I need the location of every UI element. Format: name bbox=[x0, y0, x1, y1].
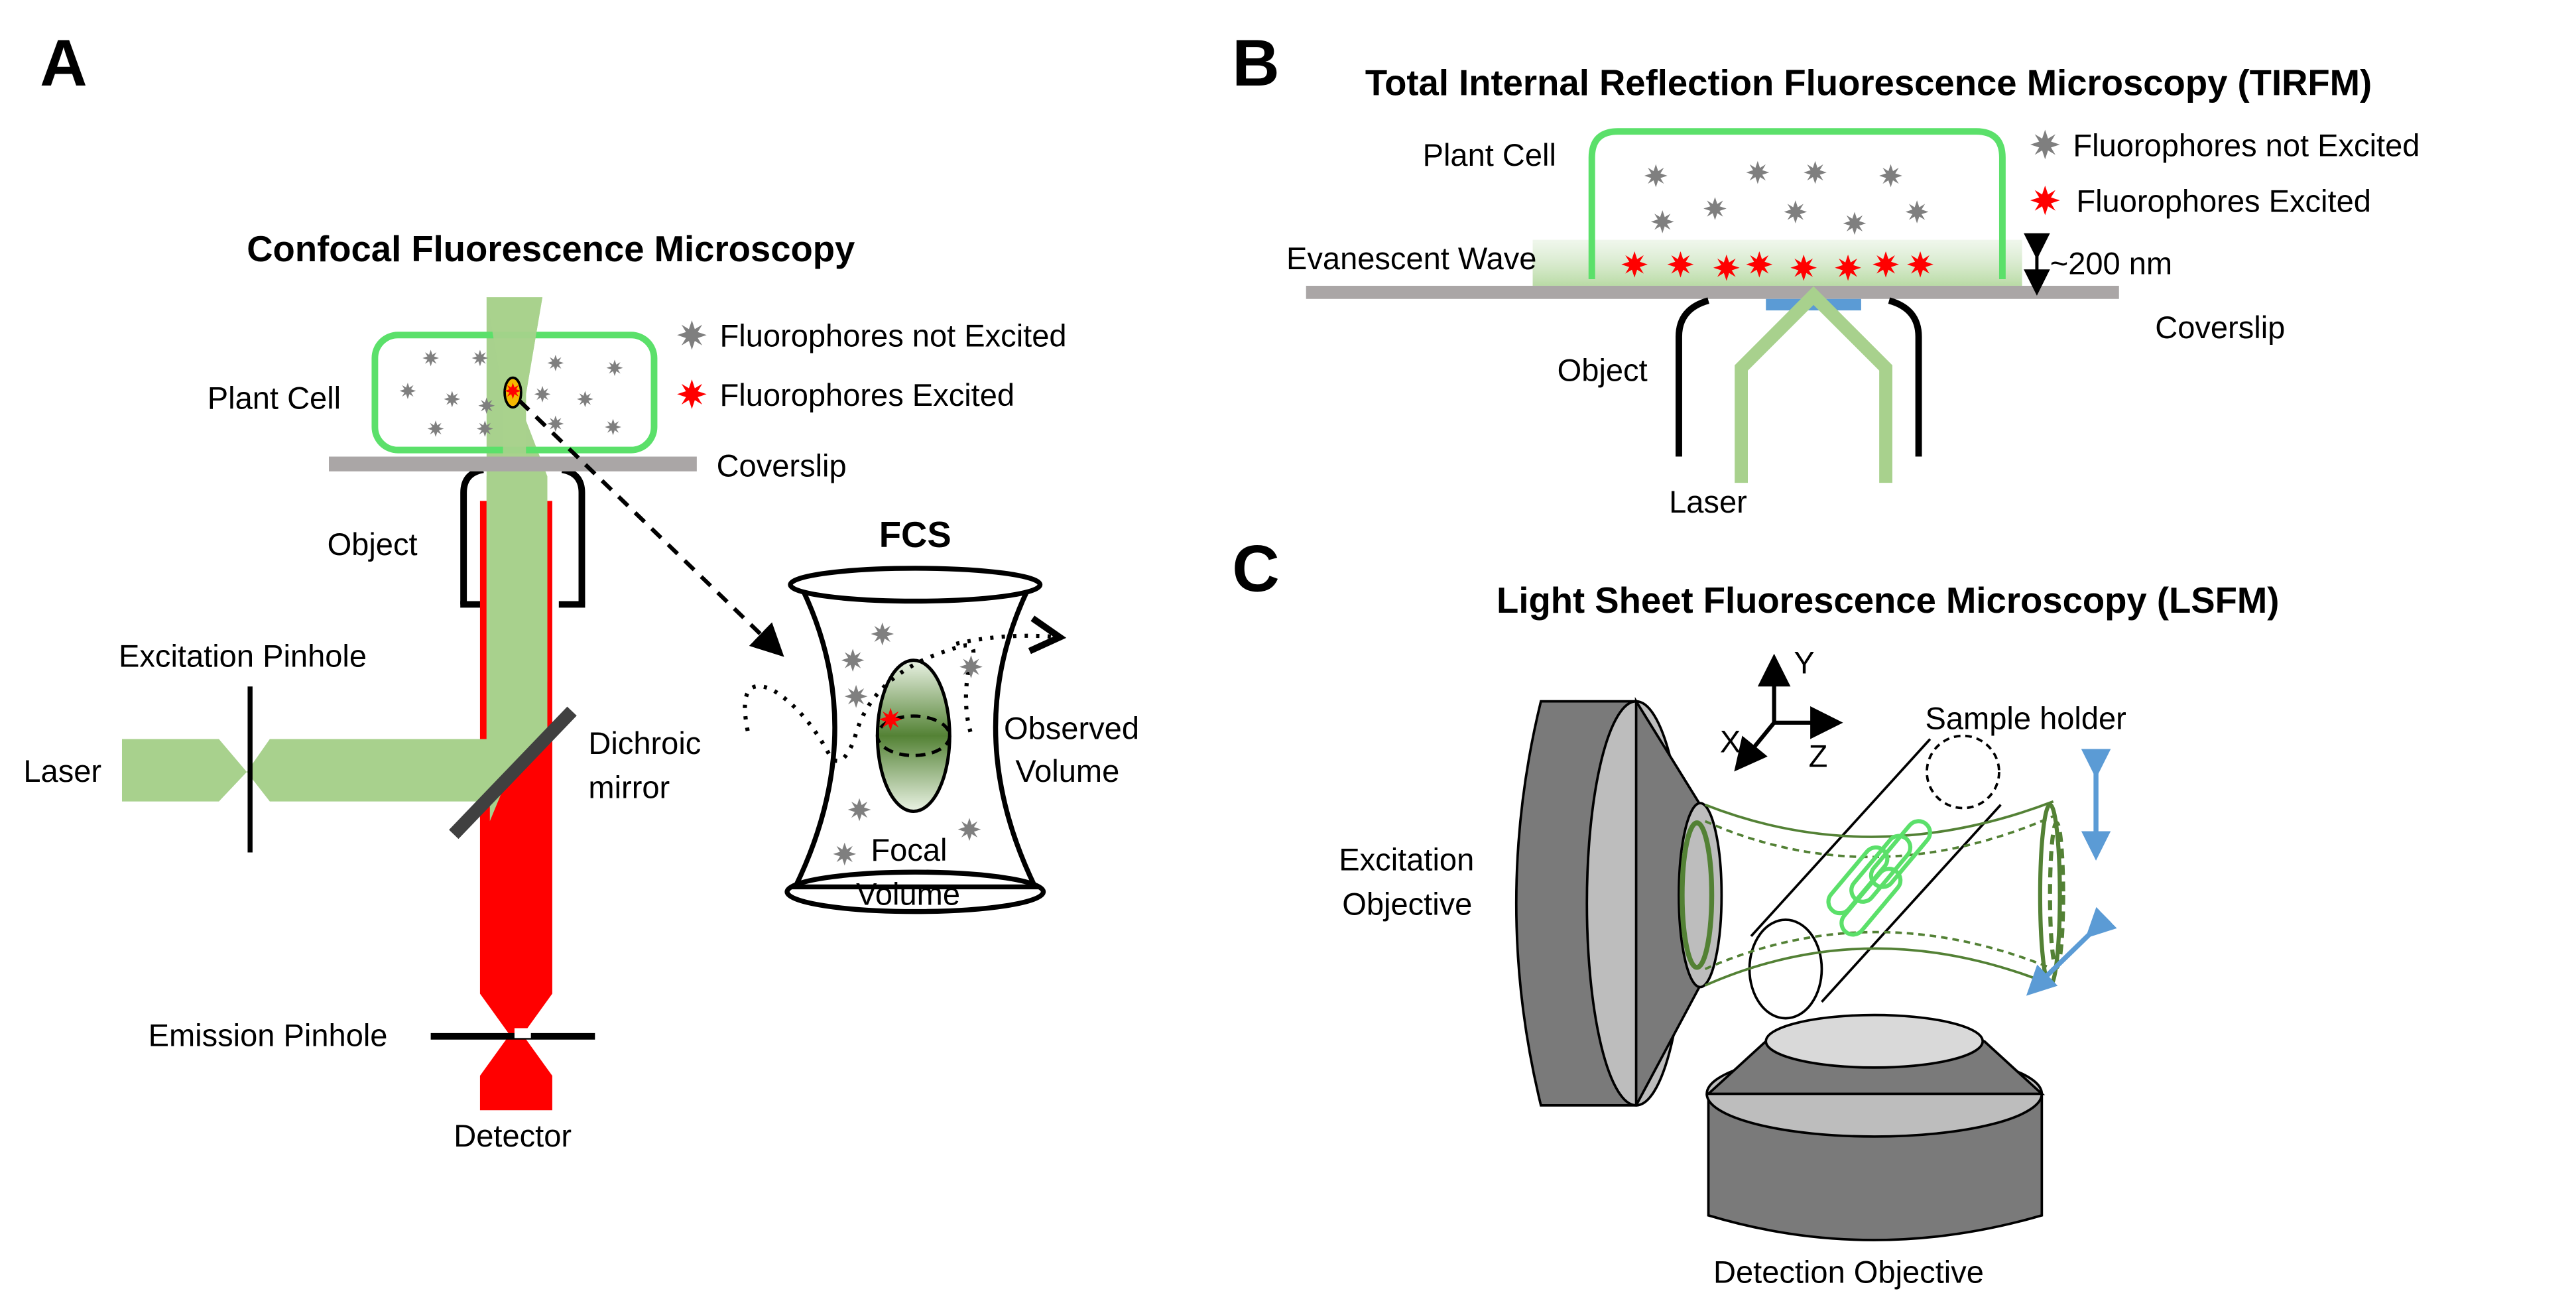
panel-a-title: Confocal Fluorescence Microscopy bbox=[247, 229, 855, 269]
axis-y-label: Y bbox=[1794, 645, 1814, 680]
label-evanescent-wave: Evanescent Wave bbox=[1286, 241, 1536, 276]
legend-star-gray-a bbox=[677, 320, 707, 350]
laser-beam bbox=[121, 739, 543, 802]
diagonal-motion-arrow bbox=[2026, 906, 2117, 996]
label-laser-a: Laser bbox=[23, 753, 101, 788]
sample-holder bbox=[1748, 734, 2002, 1020]
label-coverslip-b: Coverslip bbox=[2155, 310, 2285, 345]
fcs-title: FCS bbox=[879, 515, 951, 555]
label-plant-cell-b: Plant Cell bbox=[1423, 137, 1556, 172]
label-excitation-obj-2: Objective bbox=[1342, 887, 1472, 922]
panel-b-title: Total Internal Reflection Fluorescence M… bbox=[1365, 63, 2372, 103]
label-object-b: Object bbox=[1558, 353, 1648, 388]
label-observed-2: Volume bbox=[1015, 753, 1119, 788]
label-coverslip-a: Coverslip bbox=[717, 448, 847, 483]
fcs-top-ellipse bbox=[788, 566, 1043, 604]
label-dichroic-2: mirror bbox=[588, 770, 670, 805]
focal-volume-ellipse bbox=[875, 658, 951, 814]
panel-c: C Light Sheet Fluorescence Microscopy (L… bbox=[1232, 532, 2279, 1290]
legend-star-red-a bbox=[677, 379, 707, 409]
sample-cells bbox=[1826, 819, 1932, 937]
evanescent-wave bbox=[1532, 239, 2022, 286]
panel-c-letter: C bbox=[1232, 532, 1280, 605]
label-focal-1: Focal bbox=[871, 832, 947, 867]
plant-cell-b bbox=[1588, 128, 2006, 280]
coverslip-a bbox=[329, 456, 697, 471]
excitation-objective bbox=[1514, 697, 1723, 1107]
label-detector: Detector bbox=[454, 1118, 572, 1153]
label-emission-pinhole: Emission Pinhole bbox=[149, 1018, 388, 1053]
label-plant-cell-a: Plant Cell bbox=[208, 381, 341, 416]
diffusion-path bbox=[743, 636, 1060, 763]
panel-a-letter: A bbox=[40, 26, 88, 99]
zoom-pointer-arrow bbox=[518, 399, 784, 657]
axis-z-label: Z bbox=[1809, 739, 1828, 774]
fcs-bottom-ellipse bbox=[784, 869, 1046, 914]
label-detection-objective: Detection Objective bbox=[1713, 1254, 1984, 1289]
legend-star-gray-b bbox=[2030, 129, 2060, 160]
label-object-a: Object bbox=[328, 527, 418, 562]
fcs-diagram: FCS Observed Volume Focal Volume bbox=[743, 515, 1139, 914]
panel-b-letter: B bbox=[1232, 26, 1280, 99]
detection-objective bbox=[1705, 1013, 2046, 1241]
panel-a: A Confocal Fluorescence Microscopy bbox=[23, 26, 1139, 1153]
objective-lens-b bbox=[1676, 297, 1922, 457]
legend-excited-a: Fluorophores Excited bbox=[720, 377, 1015, 412]
label-laser-b: Laser bbox=[1669, 484, 1747, 519]
label-focal-2: Volume bbox=[856, 877, 960, 912]
label-dichroic-1: Dichroic bbox=[588, 725, 701, 761]
dichroic-mirror bbox=[449, 706, 577, 840]
label-excitation-pinhole: Excitation Pinhole bbox=[119, 639, 367, 674]
label-sample-holder: Sample holder bbox=[1925, 701, 2126, 736]
coverslip-b bbox=[1306, 285, 2119, 299]
label-depth: ~200 nm bbox=[2050, 246, 2172, 281]
tirf-laser-path bbox=[1735, 286, 1892, 483]
fluorophores-not-excited-b bbox=[1644, 160, 1929, 235]
legend-not-excited-b: Fluorophores not Excited bbox=[2073, 127, 2420, 162]
axis-x-label: X bbox=[1720, 723, 1741, 759]
axis-triad bbox=[1734, 653, 1843, 772]
label-observed-1: Observed bbox=[1004, 711, 1139, 746]
label-excitation-obj-1: Excitation bbox=[1339, 842, 1474, 877]
legend-excited-b: Fluorophores Excited bbox=[2076, 184, 2371, 219]
legend-star-red-b bbox=[2030, 185, 2060, 216]
legend-not-excited-a: Fluorophores not Excited bbox=[720, 318, 1067, 353]
panel-b: B Total Internal Reflection Fluorescence… bbox=[1232, 26, 2420, 519]
panel-c-title: Light Sheet Fluorescence Microscopy (LSF… bbox=[1497, 580, 2279, 621]
